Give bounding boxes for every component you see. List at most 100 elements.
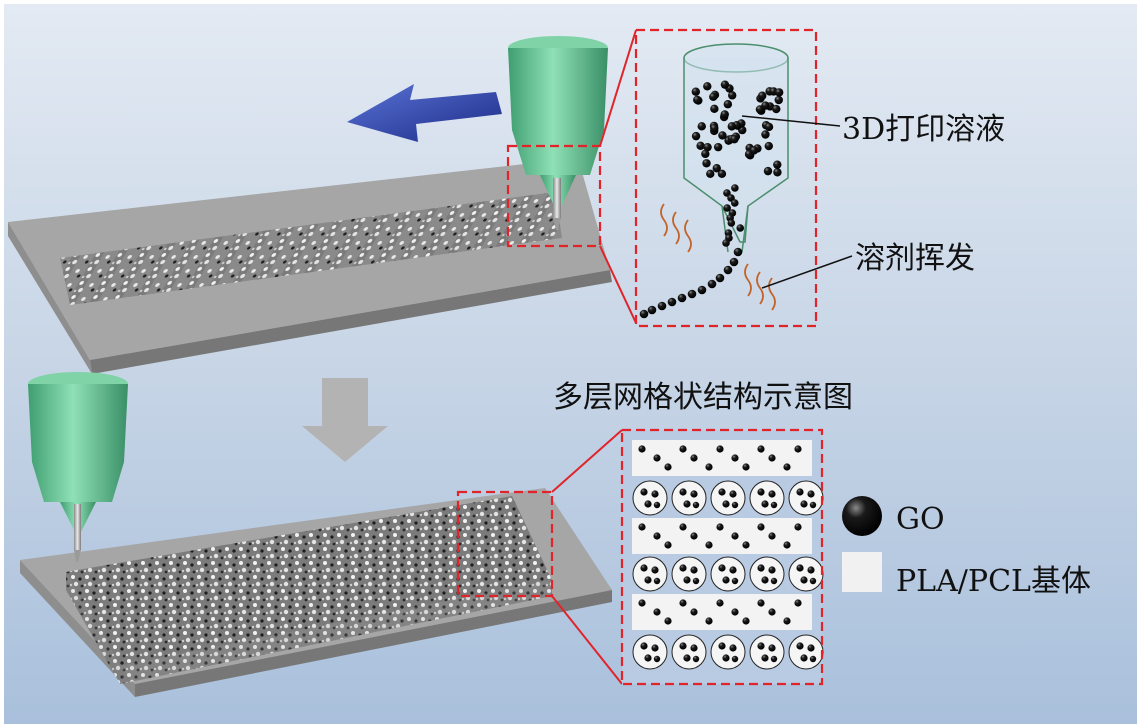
go-particle [722, 239, 730, 247]
strand-cross-section [710, 480, 746, 516]
go-particle [768, 608, 776, 616]
strand-layer [632, 440, 812, 476]
go-particle [718, 564, 726, 572]
go-particle [722, 654, 730, 662]
go-particle [690, 644, 698, 652]
go-particle [761, 500, 769, 508]
go-particle [640, 642, 648, 650]
go-particle [653, 655, 661, 663]
go-particle [679, 445, 687, 453]
go-particle [768, 566, 776, 574]
multilayer-structure [622, 430, 824, 684]
go-particle [664, 463, 672, 471]
go-particle [742, 463, 750, 471]
go-particle [712, 164, 721, 173]
structure-title: 多层网格状结构示意图 [553, 380, 853, 415]
go-particle [701, 149, 710, 159]
zoom-line-lower-top [551, 429, 623, 493]
matrix-swatch [842, 552, 882, 592]
go-particle [729, 566, 737, 574]
go-particle [716, 523, 724, 531]
go-particle [729, 490, 737, 498]
go-particle [783, 541, 791, 549]
go-particle [757, 599, 765, 607]
go-particle [761, 576, 769, 584]
go-particle [729, 257, 739, 267]
go-particle [710, 124, 719, 133]
go-particle [722, 500, 730, 508]
go-particle [691, 131, 701, 141]
go-particle [667, 297, 677, 307]
go-particle [657, 301, 667, 311]
zoom-line-bottom [599, 245, 637, 324]
go-particle [731, 501, 739, 509]
go-particle [730, 199, 739, 207]
go-particle [800, 576, 808, 584]
go-particle [809, 577, 817, 585]
go-particle [722, 576, 730, 584]
down-arrow-icon [302, 378, 388, 462]
go-particle [757, 523, 765, 531]
go-particle [761, 654, 769, 662]
upper-printed-grid [60, 192, 562, 305]
go-particle [807, 566, 815, 574]
go-particle [731, 184, 739, 192]
zoom-line-top [599, 29, 637, 147]
go-particle [679, 564, 687, 572]
move-left-arrow-icon [347, 84, 502, 142]
strand-layer [632, 518, 812, 554]
go-particle [692, 501, 700, 509]
go-particle [742, 617, 750, 625]
go-particle [683, 576, 691, 584]
go-particle [683, 654, 691, 662]
go-particle [794, 599, 802, 607]
go-particle [768, 532, 776, 540]
go-particle [770, 577, 778, 585]
go-particle [692, 577, 700, 585]
go-particle [783, 617, 791, 625]
go-particle [705, 617, 713, 625]
strand-cross-section [749, 556, 785, 592]
callout-evap-line [761, 255, 853, 289]
go-particle [763, 166, 773, 176]
go-particle [727, 219, 736, 227]
go-particle [807, 644, 815, 652]
go-particle [729, 644, 737, 652]
upper-nozzle-icon [508, 36, 608, 230]
go-particle [653, 454, 661, 462]
go-particle [693, 95, 702, 105]
go-particle [679, 488, 687, 496]
go-particle [731, 454, 739, 462]
legend-go-label: GO [896, 502, 945, 537]
go-particle [757, 564, 765, 572]
go-particle [768, 454, 776, 462]
callout-solution-line [741, 115, 841, 127]
go-particle [715, 273, 725, 283]
upper-small-dashed-box [506, 144, 602, 248]
go-particle [697, 122, 706, 131]
go-particle [733, 247, 743, 257]
upper-zoom-dashed-box [634, 28, 818, 328]
go-particle [713, 142, 723, 152]
go-particle [796, 488, 804, 496]
strand-cross-section [671, 634, 707, 670]
go-particle [683, 500, 691, 508]
go-particle [800, 654, 808, 662]
go-particle [677, 293, 687, 303]
go-particle [679, 642, 687, 650]
go-particle [718, 131, 727, 140]
extruded-particles [639, 247, 743, 319]
go-particle [718, 642, 726, 650]
go-particle [644, 654, 652, 662]
go-particle [768, 490, 776, 498]
go-particle [690, 608, 698, 616]
go-particle [730, 135, 739, 144]
go-particle [794, 445, 802, 453]
go-particle [651, 490, 659, 498]
go-particle [651, 644, 659, 652]
go-particle [770, 501, 778, 509]
go-particle [761, 101, 770, 110]
go-particle [774, 88, 784, 97]
solution-particles [691, 80, 784, 247]
go-particle [692, 655, 700, 663]
